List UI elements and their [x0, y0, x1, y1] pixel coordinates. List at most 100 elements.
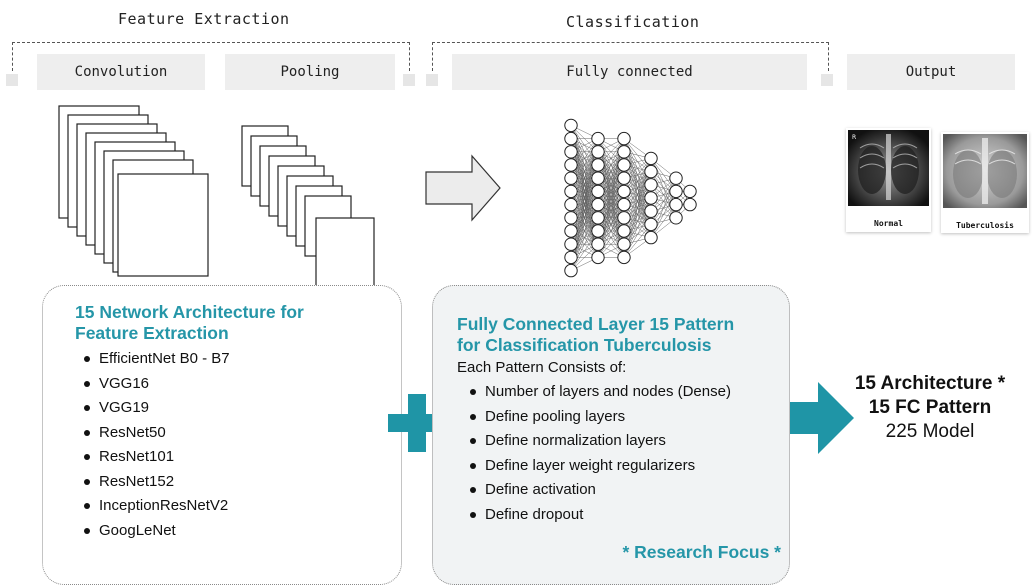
pooling-layers-graphic	[241, 125, 375, 291]
stage-title-feature-extraction: Feature Extraction	[118, 10, 290, 28]
list-item: Define pooling layers	[467, 405, 789, 430]
nn-node	[669, 197, 683, 212]
output-card-tuberculosis: Tuberculosis	[941, 132, 1029, 233]
nn-connection	[570, 230, 599, 271]
list-item: EfficientNet B0 - B7	[81, 347, 401, 372]
nn-node	[683, 197, 697, 212]
architecture-panel-title: 15 Network Architecture for Feature Extr…	[75, 302, 401, 344]
nn-node	[591, 171, 605, 185]
nn-node	[564, 211, 578, 225]
nn-connection	[570, 151, 599, 271]
list-item: ResNet50	[81, 421, 401, 446]
nn-node	[669, 184, 683, 199]
architecture-list: EfficientNet B0 - B7 VGG16 VGG19 ResNet5…	[81, 347, 401, 543]
bracket-tick	[6, 74, 18, 86]
list-item: InceptionResNetV2	[81, 494, 401, 519]
nn-connection	[650, 178, 677, 225]
bracket-tick	[821, 74, 833, 86]
nn-node	[617, 237, 631, 251]
fc-pattern-list: Number of layers and nodes (Dense) Defin…	[467, 380, 789, 527]
bracket-tick	[403, 74, 415, 86]
nn-node	[564, 197, 578, 212]
list-item: Number of layers and nodes (Dense)	[467, 380, 789, 405]
step-pooling: Pooling	[225, 54, 395, 90]
nn-connection	[650, 204, 677, 238]
stage-title-classification: Classification	[566, 13, 700, 31]
nn-connection	[570, 138, 599, 179]
nn-node	[669, 211, 683, 225]
list-item: ResNet101	[81, 445, 401, 470]
nn-node	[591, 237, 605, 251]
result-line-model-count: 225 Model	[885, 421, 975, 442]
fc-pattern-panel-title: Fully Connected Layer 15 Pattern for Cla…	[457, 314, 789, 356]
fc-pattern-panel-title-line1: Fully Connected Layer 15 Pattern	[457, 314, 735, 334]
list-item: VGG16	[81, 372, 401, 397]
xray-image-normal: R	[848, 130, 929, 206]
feature-extraction-bracket	[12, 42, 410, 71]
output-label-normal: Normal	[874, 219, 903, 228]
nn-node	[564, 224, 578, 238]
nn-node	[617, 131, 631, 146]
nn-node	[564, 250, 578, 265]
research-focus-label: * Research Focus *	[622, 542, 781, 562]
nn-node	[564, 171, 578, 185]
nn-node	[591, 131, 605, 146]
step-convolution: Convolution	[37, 54, 205, 90]
nn-node	[644, 230, 658, 245]
step-output: Output	[847, 54, 1015, 90]
nn-connection	[623, 224, 652, 258]
nn-node	[644, 204, 658, 218]
svg-text:R: R	[852, 134, 856, 141]
xray-image-tuberculosis	[943, 134, 1027, 208]
nn-node	[591, 197, 605, 212]
nn-node	[617, 171, 631, 185]
result-line-fc-pattern: 15 FC Pattern	[868, 397, 992, 418]
nn-node	[683, 184, 697, 199]
convolution-layers-graphic	[58, 105, 209, 277]
list-item: Define dropout	[467, 503, 789, 528]
bracket-tick	[426, 74, 438, 86]
nn-node	[644, 191, 658, 205]
nn-node	[617, 197, 631, 212]
nn-node	[669, 171, 683, 185]
nn-node	[564, 263, 578, 278]
list-item: Define normalization layers	[467, 429, 789, 454]
nn-node	[591, 184, 605, 199]
nn-node	[644, 164, 658, 179]
nn-node	[591, 145, 605, 159]
architecture-panel-title-line1: 15 Network Architecture for	[75, 302, 304, 322]
nn-node	[644, 178, 658, 192]
plus-icon	[388, 394, 446, 452]
architecture-panel: 15 Network Architecture for Feature Extr…	[42, 285, 402, 585]
list-item: GoogLeNet	[81, 519, 401, 544]
output-label-tuberculosis: Tuberculosis	[956, 221, 1014, 230]
list-item: VGG19	[81, 396, 401, 421]
fc-pattern-panel-title-line2: for Classification Tuberculosis	[457, 335, 712, 355]
nn-node	[617, 145, 631, 159]
list-item: Define activation	[467, 478, 789, 503]
nn-connection	[597, 138, 625, 258]
nn-connection	[597, 138, 625, 179]
nn-connection	[623, 158, 652, 205]
list-item: ResNet152	[81, 470, 401, 495]
nn-connection	[623, 211, 652, 258]
nn-connection	[650, 178, 677, 212]
nn-node	[591, 158, 605, 172]
nn-connection	[623, 158, 652, 192]
nn-node	[564, 131, 578, 146]
nn-connection	[650, 191, 677, 238]
nn-node	[591, 211, 605, 225]
nn-node	[564, 184, 578, 199]
nn-connection	[597, 217, 625, 258]
nn-node	[564, 145, 578, 159]
nn-node	[564, 158, 578, 172]
nn-node	[644, 151, 658, 166]
result-arrow-icon	[790, 382, 854, 454]
nn-node	[617, 158, 631, 172]
nn-node	[564, 237, 578, 251]
result-line-architecture: 15 Architecture *	[854, 373, 1006, 394]
nn-node	[564, 118, 578, 133]
step-fully-connected: Fully connected	[452, 54, 807, 90]
result-summary: 15 Architecture * 15 FC Pattern 225 Mode…	[830, 372, 1030, 444]
hollow-arrow-icon	[425, 154, 501, 222]
